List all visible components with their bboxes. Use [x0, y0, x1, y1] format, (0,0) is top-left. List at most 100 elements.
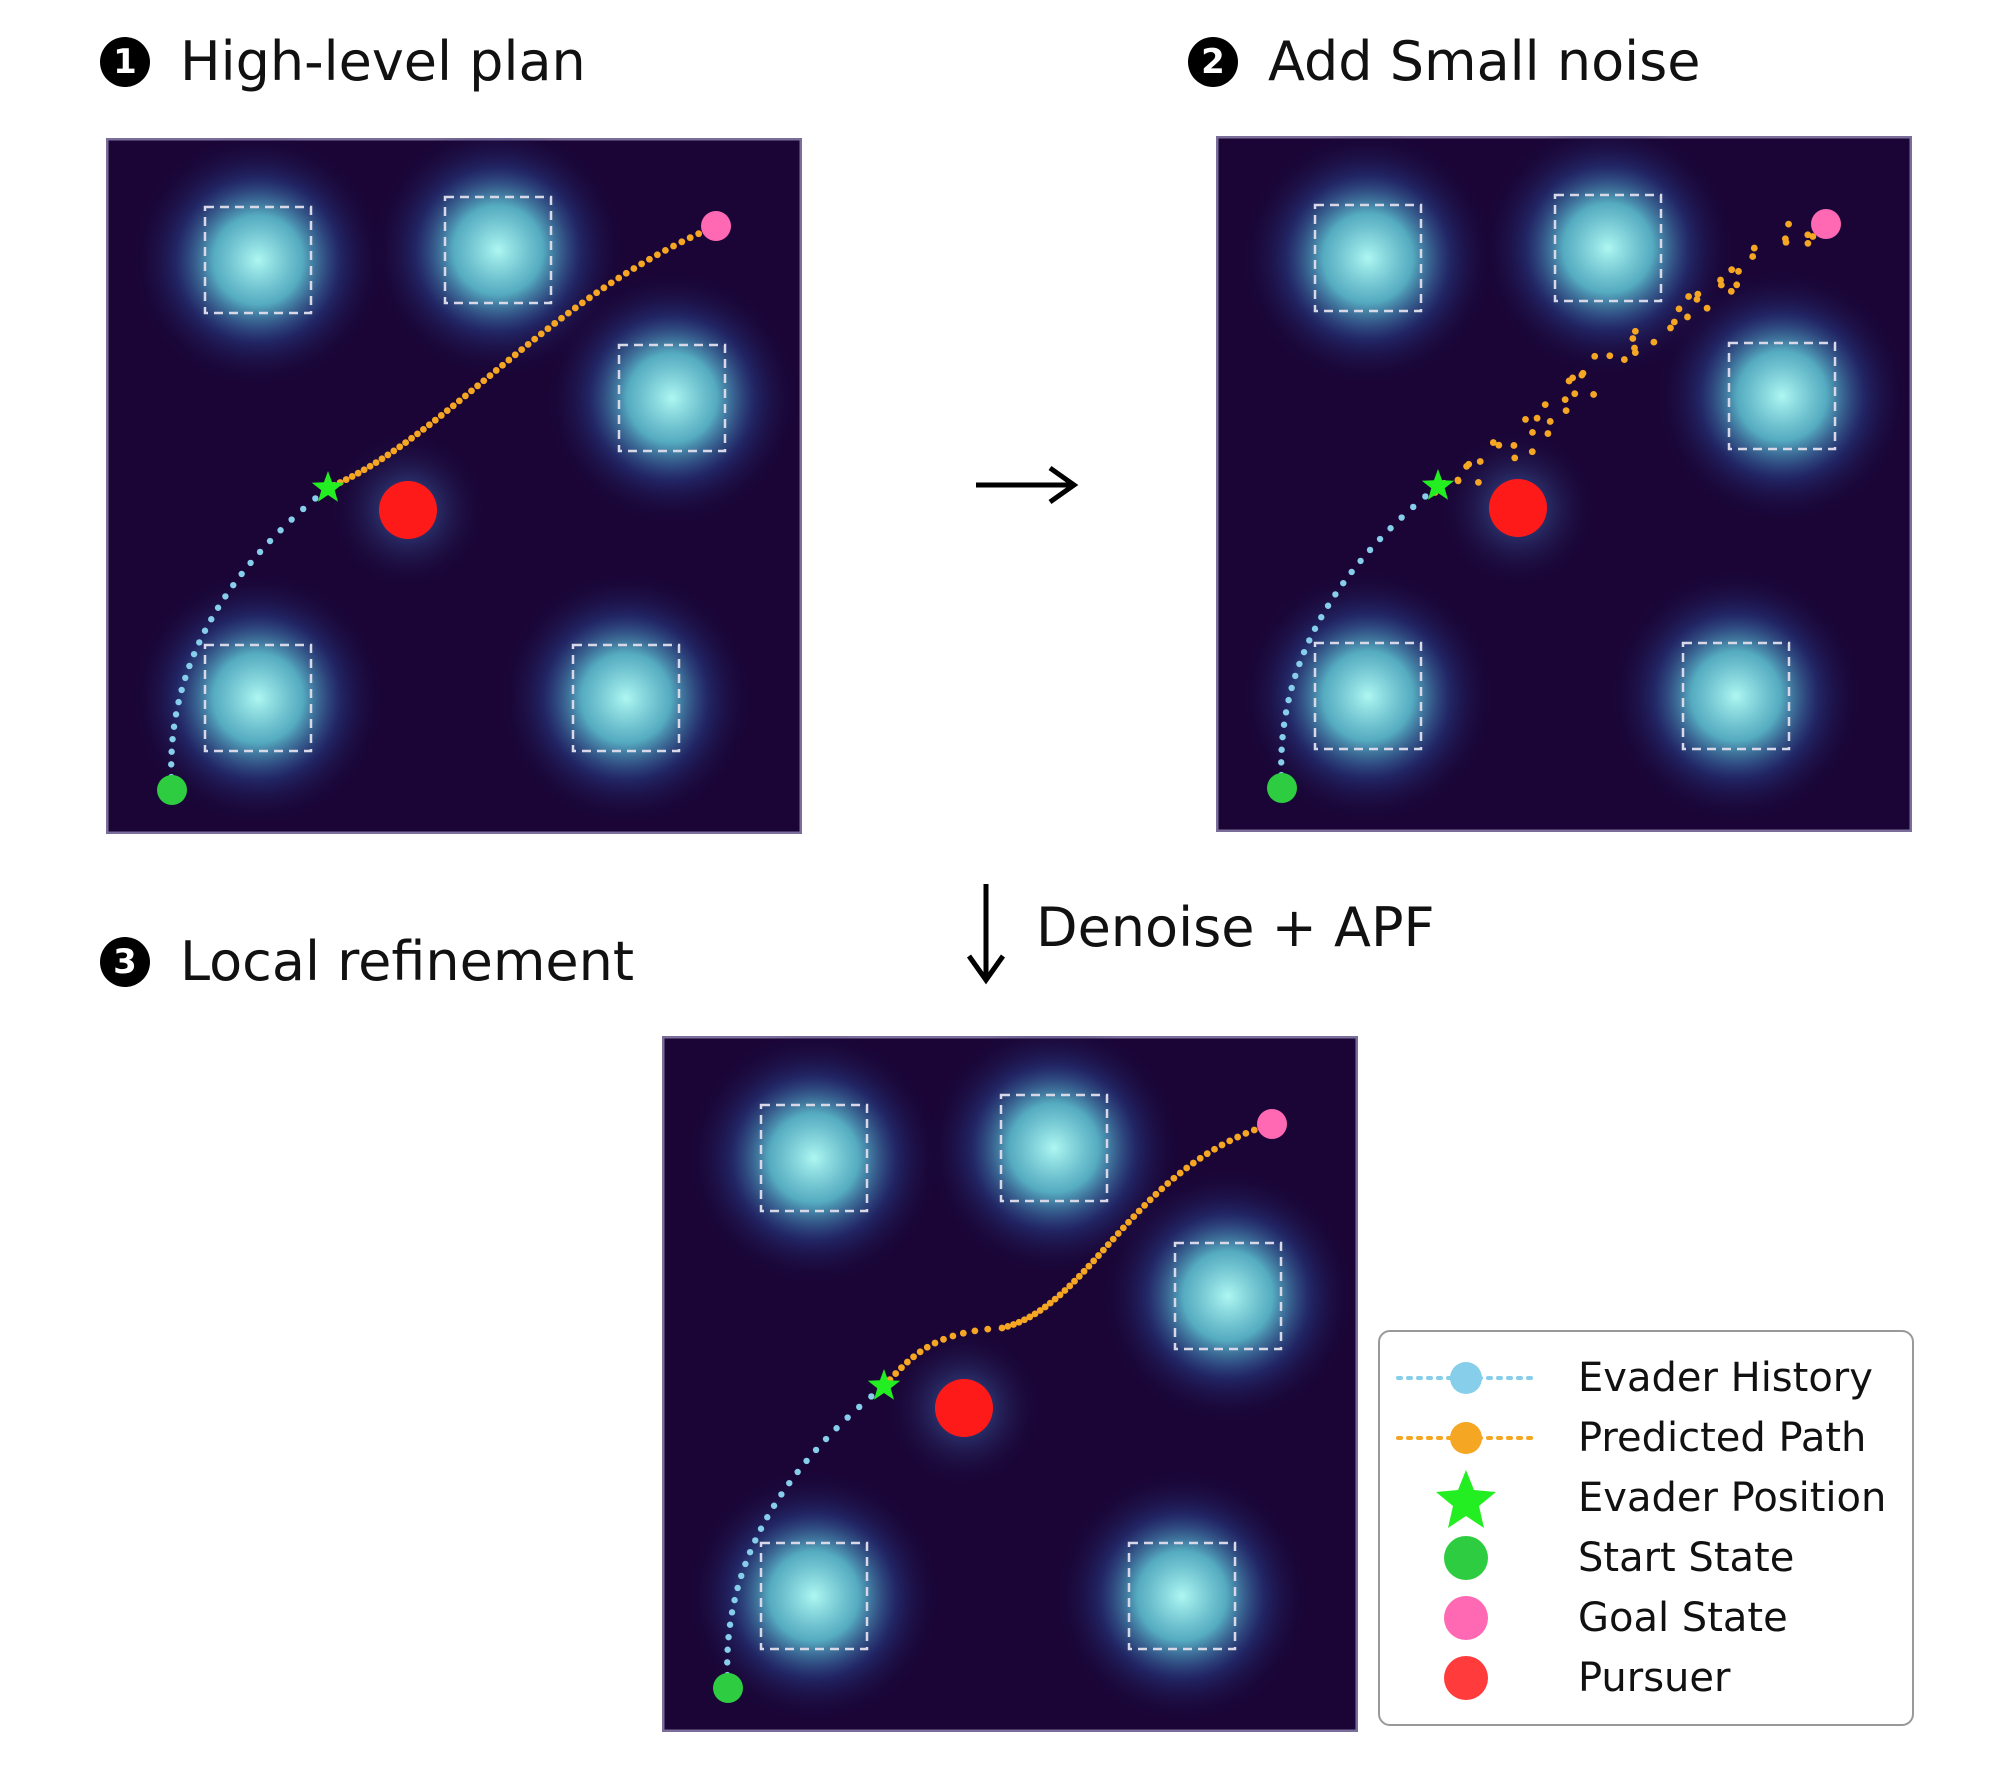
history-dot — [1318, 614, 1325, 621]
predicted-dot — [1749, 253, 1757, 260]
predicted-dot — [1667, 324, 1674, 332]
predicted-dot — [1465, 460, 1473, 468]
predicted-dot — [1183, 1164, 1191, 1172]
predicted-dot — [670, 242, 677, 250]
start-state-marker — [157, 775, 187, 805]
step-title-text: Local refinement — [180, 930, 635, 993]
predicted-dot — [1176, 1169, 1184, 1177]
predicted-dot — [518, 346, 526, 353]
predicted-dot — [1541, 401, 1549, 409]
predicted-dot — [1620, 356, 1628, 363]
history-dot — [738, 1572, 745, 1580]
history-dot — [196, 639, 203, 646]
right-arrow-icon — [976, 465, 1079, 505]
predicted-dot — [1135, 1207, 1143, 1215]
predicted-dot — [486, 372, 494, 380]
predicted-dot — [1495, 441, 1503, 449]
obstacle-glow — [1240, 568, 1496, 824]
predicted-dot — [1533, 414, 1541, 422]
predicted-dot — [1051, 1295, 1059, 1303]
obstacle-box — [1313, 641, 1423, 751]
predicted-dot — [1561, 396, 1569, 404]
predicted-dot — [1694, 290, 1702, 298]
history-dot — [728, 1609, 736, 1616]
history-dot — [1332, 591, 1339, 598]
legend: Evader History Predicted Path Evader Pos… — [1378, 1330, 1914, 1726]
pursuer-swatch-icon — [1444, 1656, 1488, 1700]
predicted-dot — [630, 265, 638, 272]
obstacle-box — [1681, 641, 1791, 751]
predicted-dot — [558, 314, 565, 322]
history-dot — [1376, 535, 1384, 543]
predicted-dot — [578, 299, 586, 307]
predicted-dot — [1010, 1321, 1017, 1328]
history-dot — [746, 1548, 754, 1556]
predicted-dot — [949, 1332, 957, 1340]
predicted-dot — [1510, 442, 1518, 449]
predicted-dot — [449, 402, 457, 410]
history-dot — [266, 537, 274, 545]
legend-label: Goal State — [1578, 1595, 1788, 1641]
predicted-dot — [1590, 391, 1598, 398]
predicted-dot — [564, 309, 572, 317]
history-dot — [770, 1502, 778, 1509]
predicted-dot — [1095, 1252, 1102, 1259]
start-state-swatch-icon — [1444, 1536, 1488, 1580]
obstacle-box — [203, 643, 313, 753]
history-dot — [222, 593, 229, 600]
predicted-dot — [1804, 239, 1812, 247]
predicted-dot — [1546, 418, 1554, 425]
legend-item-goal-state: Goal State — [1380, 1590, 1912, 1646]
history-dot — [201, 627, 209, 634]
predicted-dot — [384, 451, 392, 459]
predicted-dot — [511, 351, 519, 359]
goal-state-marker — [701, 211, 731, 241]
predicted-dot — [1085, 1262, 1093, 1270]
step-badge: 2 — [1188, 36, 1238, 87]
predicted-dot — [1041, 1303, 1049, 1311]
predicted-dot — [505, 356, 513, 364]
obstacle-glow — [686, 1036, 942, 1286]
predicted-dot — [1629, 335, 1637, 342]
predicted-dot — [1733, 281, 1741, 289]
evader-position-star — [1421, 469, 1455, 500]
history-dot — [726, 1621, 734, 1628]
predicted-dot — [1066, 1282, 1074, 1290]
predicted-dot — [1650, 338, 1658, 346]
history-dot — [725, 1633, 732, 1641]
predicted-dot — [1565, 377, 1573, 385]
predicted-dot — [492, 367, 500, 374]
predicted-dot — [1125, 1218, 1132, 1226]
predicted-dot — [931, 1339, 939, 1347]
legend-item-evader-history: Evader History — [1380, 1350, 1912, 1406]
predicted-dot — [1785, 220, 1792, 228]
obstacle-box — [1173, 1241, 1283, 1351]
legend-label: Evader History — [1578, 1355, 1873, 1401]
predicted-dot — [1579, 369, 1587, 377]
predicted-dot — [600, 284, 608, 292]
predicted-dot — [1114, 1230, 1122, 1237]
predicted-dot — [1071, 1277, 1078, 1285]
predicted-dot — [1489, 439, 1497, 446]
predicted-dot — [1685, 293, 1693, 300]
obstacle-glow — [130, 570, 386, 826]
predicted-dot — [1189, 1159, 1197, 1167]
history-dot — [288, 516, 295, 523]
evader-position-star-icon — [1436, 1470, 1496, 1528]
history-dot — [1410, 503, 1417, 511]
obstacle-box — [571, 643, 681, 753]
predicted-dot — [1226, 1137, 1234, 1145]
predicted-dot — [1476, 458, 1484, 465]
predicted-dot — [1591, 352, 1599, 360]
history-dot — [1398, 514, 1405, 521]
obstacle-glow — [1608, 568, 1864, 824]
obstacle-box — [1313, 203, 1423, 313]
history-dot — [1324, 602, 1332, 609]
history-dot — [1340, 579, 1347, 587]
legend-label: Pursuer — [1578, 1655, 1731, 1701]
history-dot — [1278, 759, 1285, 766]
predicted-dot — [480, 377, 488, 385]
obstacle-glow — [1054, 1468, 1310, 1724]
predicted-dot — [892, 1370, 900, 1377]
predicted-dot — [646, 255, 653, 263]
